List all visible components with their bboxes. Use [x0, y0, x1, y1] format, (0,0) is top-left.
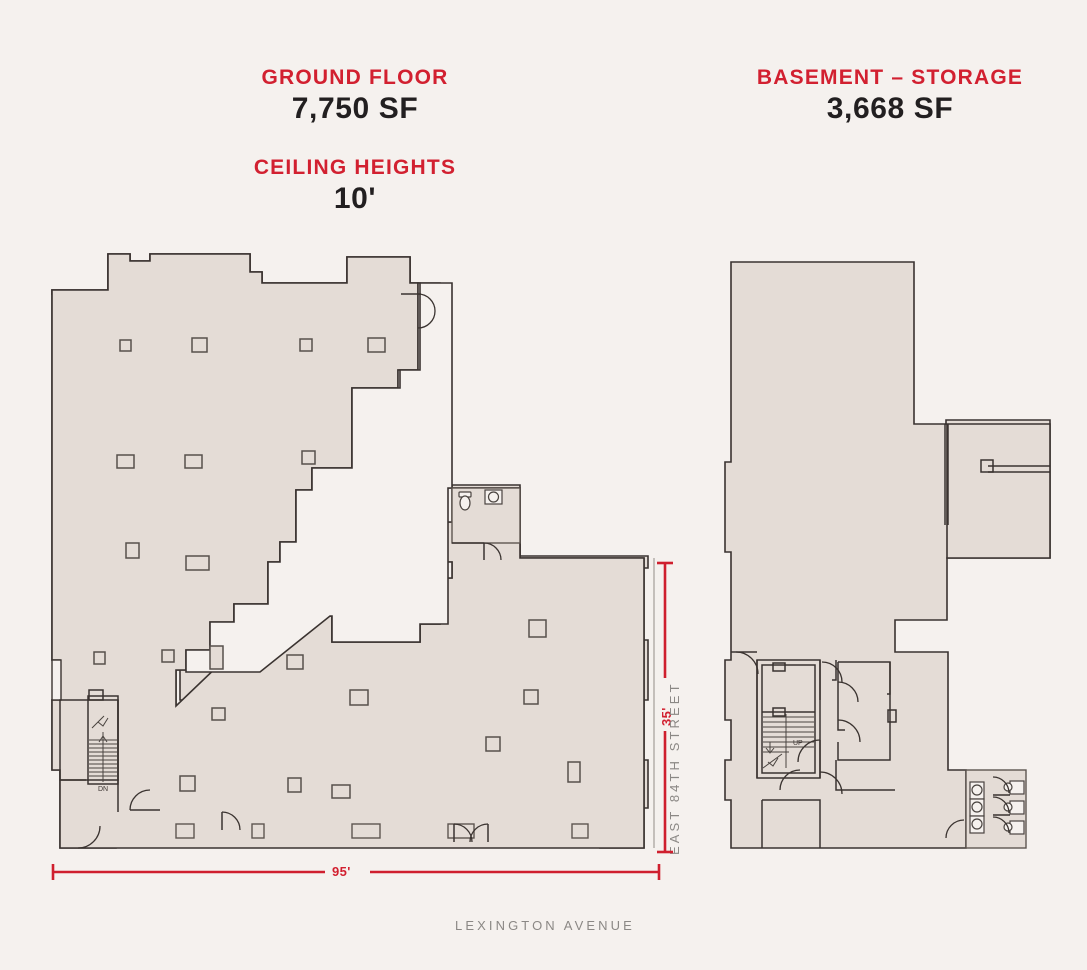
basement-east-wing [945, 423, 1051, 559]
column [286, 654, 304, 670]
column [125, 542, 140, 559]
column [191, 337, 208, 353]
stair-treads [763, 716, 814, 753]
door-swing-3 [837, 719, 861, 743]
entry-door-frame-left [447, 823, 475, 839]
stair-break-line [91, 715, 109, 729]
room-wall-5 [762, 799, 821, 848]
north-east-door [401, 293, 436, 329]
column [349, 689, 369, 706]
toilet-bowl-icon [971, 801, 983, 813]
toilet-bowl-icon [971, 784, 983, 796]
toilet-bowl-icon [459, 495, 471, 511]
column [523, 689, 539, 705]
stair-landing-notch [88, 689, 104, 701]
door-swing-1 [821, 661, 843, 683]
structural-columns [93, 337, 581, 799]
street-label-lexington-avenue: LEXINGTON AVENUE [455, 918, 635, 933]
basement-east-wing-shelf [980, 459, 1050, 473]
room-wall-6 [835, 760, 895, 791]
column [301, 450, 316, 465]
ground-floor-label: GROUND FLOOR [261, 66, 449, 89]
door-swing-5 [779, 769, 801, 791]
partition-d [832, 660, 837, 681]
ground-floor-stairwell: DN [59, 689, 160, 849]
basement-partitions [731, 651, 897, 848]
stair-door-swing [129, 789, 151, 811]
pilaster-2 [251, 823, 265, 839]
basement-label: BASEMENT – STORAGE [756, 66, 1024, 89]
column [528, 619, 547, 638]
column [299, 338, 313, 352]
basement-restrooms [945, 769, 1027, 849]
ceiling-heights-heading: CEILING HEIGHTS 10' [155, 156, 555, 215]
basement-area: 3,668 SF [826, 91, 954, 125]
door-swing-left-1 [735, 651, 759, 675]
column [93, 651, 106, 665]
width-dimension-label: 95' [332, 864, 351, 879]
stall-door-swing-2 [992, 796, 1010, 814]
ceiling-heights-label: CEILING HEIGHTS [253, 156, 457, 179]
pilaster-1 [175, 823, 195, 839]
column [184, 454, 203, 469]
column [161, 649, 175, 663]
stall-door-swing-1 [992, 776, 1010, 794]
entry-door-swing-right [469, 823, 489, 843]
dimension-lines [51, 561, 673, 880]
stair-direction-arrow [765, 742, 775, 754]
storefront-openings [175, 823, 589, 843]
pilaster-4 [571, 823, 589, 839]
column [287, 777, 302, 793]
entry-door-swing-left [453, 823, 473, 843]
column [367, 337, 386, 353]
stair-direction-arrow [98, 735, 108, 743]
column [209, 645, 224, 670]
ground-floor-void [185, 282, 453, 673]
ground-floor-restroom [451, 487, 521, 561]
sink-basin-icon [487, 491, 500, 503]
restroom-entry-door-swing [945, 819, 965, 839]
column [119, 339, 132, 352]
interior-door-swing-1 [221, 811, 241, 831]
ground-floor-plan: DN [51, 253, 649, 849]
column [116, 454, 135, 469]
pilaster-3 [351, 823, 381, 839]
door-swing-2 [837, 681, 859, 703]
basement-heading: BASEMENT – STORAGE 3,668 SF [690, 66, 1087, 125]
left-wall-notch-upper [51, 659, 62, 701]
column [485, 736, 501, 752]
vestibule-door-swing [77, 825, 101, 849]
room-wall-3 [837, 662, 891, 761]
ceiling-heights-value: 10' [333, 181, 377, 215]
room-wall-2 [837, 662, 845, 731]
shelf-end-post [980, 459, 994, 473]
basement-plan: UP [724, 261, 1051, 849]
stair-post-mid [772, 707, 786, 717]
stair-direction-label-up: UP [793, 740, 803, 747]
toilet-bowl-icon [971, 818, 983, 830]
stair-direction-label-dn: DN [98, 786, 108, 793]
column [179, 775, 196, 792]
stair-break-line [762, 753, 783, 769]
door-swing-6 [819, 771, 843, 795]
door-swing-4 [797, 739, 821, 763]
column [331, 784, 351, 799]
stair-post-top [772, 662, 786, 672]
column [211, 707, 226, 721]
stall-door-swing-3 [992, 816, 1010, 834]
column [185, 555, 210, 571]
column [567, 761, 581, 783]
ground-floor-heading: GROUND FLOOR 7,750 SF [155, 66, 555, 125]
basement-stairwell: UP [761, 662, 816, 774]
wall-recess [887, 709, 897, 723]
ground-floor-area: 7,750 SF [291, 91, 419, 125]
restroom-door-swing [483, 542, 502, 561]
